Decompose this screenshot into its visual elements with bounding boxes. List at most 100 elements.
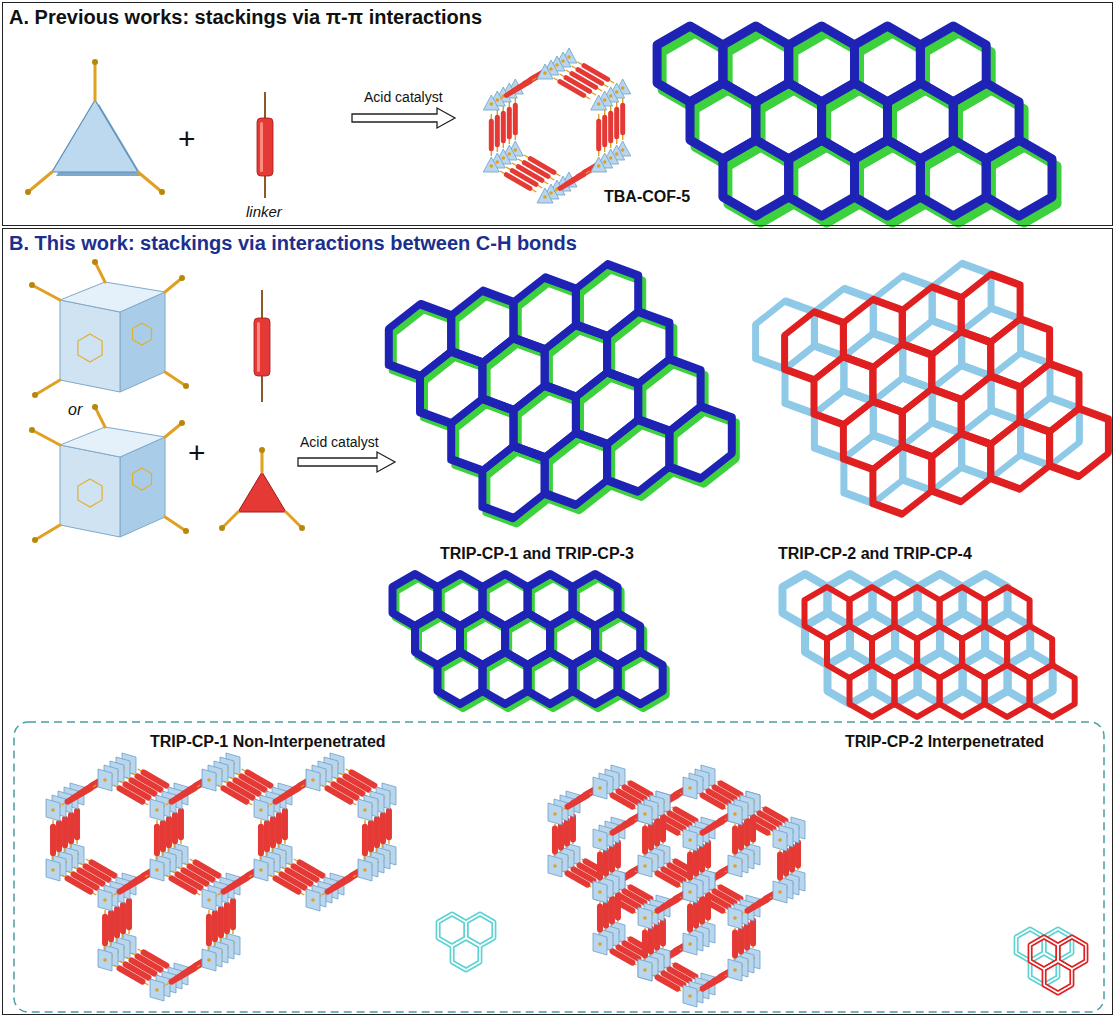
rod-end xyxy=(183,528,189,534)
connector-rod xyxy=(222,512,238,528)
linker-bond xyxy=(224,781,259,801)
linker-bond xyxy=(560,167,596,188)
joint-dot xyxy=(259,868,263,872)
linker-rod xyxy=(602,117,607,144)
vertex-prism xyxy=(683,985,697,1007)
linker-rod xyxy=(608,113,613,140)
joint-dot xyxy=(733,864,737,868)
trip-cp-2-side-model xyxy=(785,249,1109,539)
trip-cp-2-side-model xyxy=(756,238,1080,528)
linker-body xyxy=(254,318,270,376)
vertex-triangle xyxy=(591,95,607,110)
ring-outline xyxy=(78,479,102,507)
linker-rod xyxy=(362,827,368,853)
linker-rod xyxy=(744,925,750,948)
connector-rod xyxy=(95,262,105,282)
linker-bond xyxy=(114,965,149,985)
rod-end xyxy=(259,447,265,453)
net-icon-inner xyxy=(1044,961,1072,993)
vertex-triangle xyxy=(537,188,553,203)
vertex-prism xyxy=(548,803,562,825)
linker-rod xyxy=(703,821,723,832)
linker-bond xyxy=(166,965,201,985)
joint-dot xyxy=(643,812,647,816)
linker-rod xyxy=(68,815,74,841)
linker-bond xyxy=(68,781,103,801)
linker-bond xyxy=(328,871,363,891)
connector-rod xyxy=(95,407,105,427)
trip-cp-1-side-model xyxy=(393,243,736,550)
vertex-prism xyxy=(306,769,320,791)
linker-rod xyxy=(74,811,80,837)
ring-outline xyxy=(133,468,152,490)
linker-bond xyxy=(734,824,735,856)
rod-end xyxy=(29,282,35,288)
joint-dot xyxy=(155,988,159,992)
linker-bond xyxy=(599,850,600,882)
linker-bond xyxy=(689,902,690,934)
vertex-prism xyxy=(358,859,372,881)
hexagon-ring xyxy=(607,413,669,498)
node-triangle xyxy=(238,472,286,512)
linker-bond xyxy=(52,820,53,860)
joint-dot xyxy=(502,156,506,160)
linker-bond xyxy=(609,897,637,913)
joint-dot xyxy=(733,916,737,920)
linker-bond xyxy=(509,102,510,144)
non-interpenetrated-schematic xyxy=(46,753,396,1001)
joint-dot xyxy=(496,160,500,164)
linker-rod xyxy=(282,811,288,837)
linker-rod xyxy=(50,827,56,853)
linker-bond xyxy=(172,871,207,891)
trip-cp-2-top-model xyxy=(783,574,1053,704)
linker-bond xyxy=(226,898,227,938)
structure-name: TRIP-CP-2 Interpenetrated xyxy=(845,733,1044,751)
linker-bond xyxy=(284,804,285,844)
linker-bond xyxy=(689,850,690,882)
vertex-prism xyxy=(98,769,112,791)
vertex-triangle xyxy=(483,157,499,172)
joint-dot xyxy=(603,98,607,102)
linker-bond xyxy=(120,781,155,801)
linker-bond xyxy=(503,106,504,148)
hexagon-ring xyxy=(814,350,873,431)
linker-rod xyxy=(642,933,648,956)
joint-dot xyxy=(363,808,367,812)
linker-bond xyxy=(172,781,207,801)
linker-rod xyxy=(564,821,570,844)
vertex-prism xyxy=(638,959,652,981)
joint-dot xyxy=(598,942,602,946)
linker-rod xyxy=(658,873,678,884)
linker-rod xyxy=(276,878,299,891)
connector-rod xyxy=(165,517,186,531)
linker-bond xyxy=(110,906,111,946)
vertex-prism xyxy=(548,855,562,877)
linker-rod xyxy=(658,977,678,988)
connector-rod xyxy=(165,372,186,386)
linker-rod xyxy=(224,905,230,931)
cof-schematic xyxy=(483,48,630,203)
linker-bond xyxy=(699,819,727,835)
panel-b: B. This work: stackings via interactions… xyxy=(2,228,1113,1015)
linker-rod xyxy=(732,829,738,852)
linker-rod xyxy=(270,819,276,845)
linker-bond xyxy=(166,875,201,895)
linker-bond xyxy=(744,819,772,835)
linker-rod xyxy=(609,847,615,870)
linker-rod xyxy=(597,855,603,878)
linker-rod xyxy=(693,903,699,926)
joint-dot xyxy=(490,164,494,168)
connector-rod xyxy=(28,172,52,192)
linker-bond xyxy=(172,961,207,981)
rod-end xyxy=(92,404,98,410)
joint-dot xyxy=(643,968,647,972)
tba-cof-5-model xyxy=(657,26,1052,216)
linker-bond xyxy=(162,816,163,856)
hexagon-ring xyxy=(669,400,731,485)
linker-rod xyxy=(114,909,120,935)
joint-dot xyxy=(51,808,55,812)
vertex-prism xyxy=(593,777,607,799)
linker-rod xyxy=(368,823,374,849)
linker-rod xyxy=(56,823,62,849)
trip-cp-1-top-model xyxy=(393,574,663,704)
